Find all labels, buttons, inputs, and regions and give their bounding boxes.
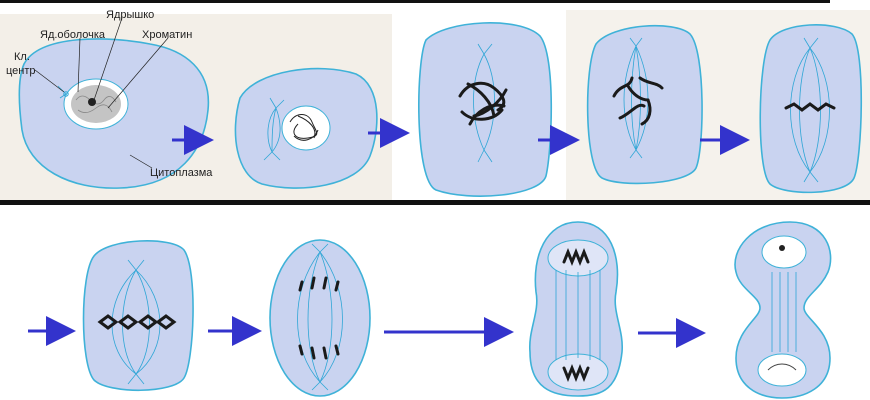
cell-cytokinesis — [735, 222, 831, 398]
label-chromatin: Хроматин — [142, 29, 192, 41]
cell-prophase — [419, 23, 551, 196]
label-centriole-2: центр — [6, 65, 36, 77]
label-centriole-1: Кл. — [14, 51, 30, 63]
label-nuclear-envelope: Яд.оболочка — [40, 29, 106, 41]
middle-divider — [0, 200, 870, 205]
cell-early-prophase — [235, 69, 376, 188]
cell-metaphase — [760, 25, 861, 193]
cell-prometaphase — [588, 26, 702, 184]
cell-late-metaphase — [84, 241, 194, 390]
top-divider — [0, 0, 830, 3]
cell-telophase — [530, 222, 622, 396]
nucleolus-dot — [88, 98, 96, 106]
label-cytoplasm: Цитоплазма — [150, 167, 213, 179]
label-nucleolus: Ядрышко — [106, 9, 154, 21]
cell-anaphase — [270, 240, 370, 396]
